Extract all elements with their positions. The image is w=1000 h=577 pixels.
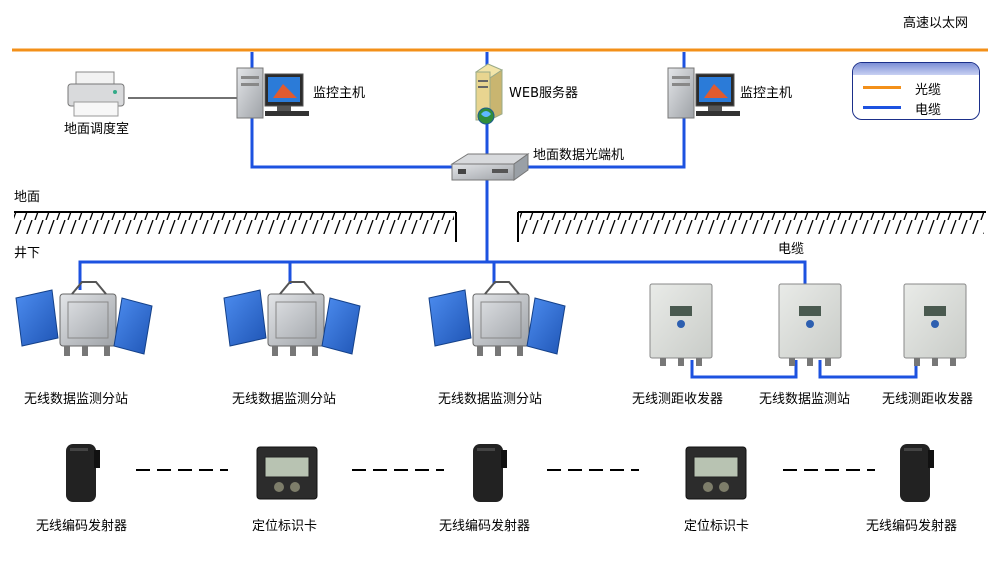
monitoring-substation-3-icon: [428, 281, 566, 356]
station-label-4: 无线测距收发器: [632, 392, 724, 407]
monitoring-substation-2-icon: [223, 281, 361, 356]
data-monitoring-station-icon: [778, 283, 842, 366]
ethernet-label: 高速以太网: [903, 16, 969, 31]
field-device-label-4: 定位标识卡: [684, 519, 750, 534]
coded-transmitter-1-icon: [66, 444, 100, 502]
ranging-transceiver-1-icon: [649, 283, 713, 366]
legend-box: 光缆 电缆: [852, 62, 980, 120]
station-label-6: 无线测距收发器: [882, 392, 974, 407]
legend-cable-label: 电缆: [915, 103, 942, 118]
field-device-label-3: 无线编码发射器: [439, 519, 531, 534]
positioning-card-1-icon: [256, 446, 318, 500]
surface-cable-lines: [78, 52, 918, 379]
monitor-host-left-icon: [236, 67, 309, 119]
printer-icon: [67, 71, 125, 117]
legend-header-bar: [853, 63, 979, 75]
legend-cable-swatch: [863, 106, 901, 109]
monitor-host-left-label: 监控主机: [313, 86, 366, 101]
monitor-host-right-label: 监控主机: [740, 86, 793, 101]
optical-terminal-icon: [450, 153, 530, 181]
coded-transmitter-2-icon: [473, 444, 507, 502]
positioning-card-2-icon: [685, 446, 747, 500]
station-label-2: 无线数据监测分站: [232, 392, 337, 407]
station-label-1: 无线数据监测分站: [24, 392, 129, 407]
field-device-label-2: 定位标识卡: [252, 519, 318, 534]
ground-left: [14, 211, 457, 242]
field-device-label-5: 无线编码发射器: [866, 519, 958, 534]
field-device-label-1: 无线编码发射器: [36, 519, 128, 534]
monitor-host-right-icon: [667, 67, 740, 119]
dispatch-room-label: 地面调度室: [64, 122, 130, 137]
station-label-5: 无线数据监测站: [759, 392, 851, 407]
legend-fiber-swatch: [863, 86, 901, 89]
legend-fiber-label: 光缆: [915, 83, 942, 98]
underground-cable-label: 电缆: [778, 242, 805, 257]
monitoring-substation-1-icon: [15, 281, 153, 356]
ranging-transceiver-2-icon: [903, 283, 967, 366]
ground-below-label: 井下: [14, 246, 41, 261]
coded-transmitter-3-icon: [900, 444, 934, 502]
optical-terminal-label: 地面数据光端机: [533, 148, 625, 163]
web-server-icon: [474, 63, 504, 125]
station-label-3: 无线数据监测分站: [438, 392, 543, 407]
web-server-label: WEB服务器: [509, 86, 578, 101]
ground-right: [517, 211, 986, 242]
ground-above-label: 地面: [14, 190, 41, 205]
